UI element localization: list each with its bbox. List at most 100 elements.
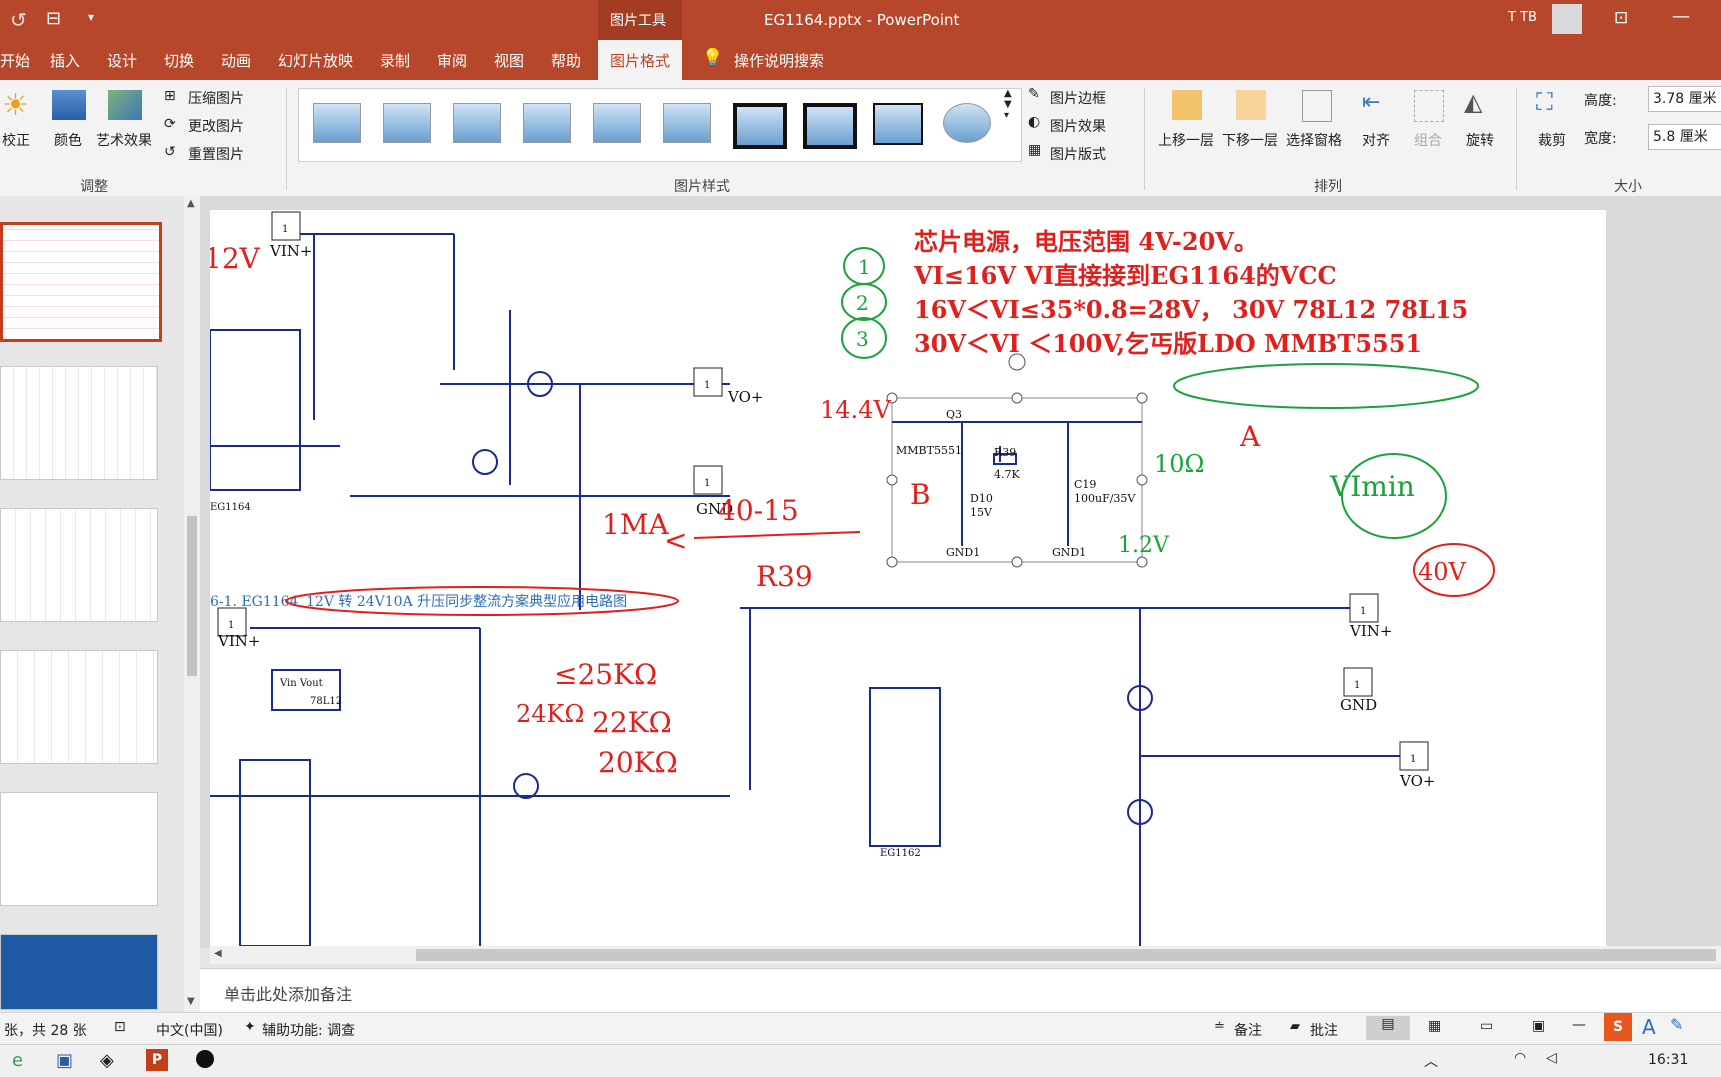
tab-picture-format[interactable]: 图片格式 (598, 40, 682, 80)
picture-layout-button[interactable]: 图片版式 (1050, 147, 1106, 163)
normal-view-icon[interactable]: ▤ (1366, 1016, 1410, 1040)
group-button[interactable]: 组合 (1414, 133, 1442, 149)
align-icon: ⇤ (1362, 90, 1381, 115)
ime-logo-icon[interactable]: S (1604, 1013, 1632, 1041)
tab-design[interactable]: 设计 (107, 52, 138, 70)
tab-slideshow[interactable]: 幻灯片放映 (278, 52, 354, 70)
save-icon[interactable]: ▣ (56, 1050, 74, 1071)
accessibility-status[interactable]: 辅助功能: 调查 (262, 1023, 356, 1039)
presenter-icon[interactable]: ⊟ (46, 8, 62, 29)
change-picture-icon: ⟳ (164, 116, 176, 132)
style-thumb[interactable] (313, 103, 361, 143)
style-thumb[interactable] (803, 103, 857, 149)
powerpoint-icon[interactable]: P (146, 1049, 168, 1071)
scroll-down-icon[interactable]: ▼ (187, 996, 195, 1007)
picture-border-button[interactable]: 图片边框 (1050, 91, 1106, 107)
minimize-icon[interactable]: — (1672, 6, 1690, 27)
thumbnail-scrollbar[interactable]: ▲ ▼ (184, 196, 200, 1012)
picture-effects-button[interactable]: 图片效果 (1050, 119, 1106, 135)
style-thumb[interactable] (453, 103, 501, 143)
change-picture-button[interactable]: 更改图片 (188, 119, 244, 135)
slide-thumbnail[interactable] (0, 222, 162, 342)
style-thumb[interactable] (593, 103, 641, 143)
network-icon[interactable]: ◠ (1514, 1050, 1527, 1066)
hw-a: A (1239, 420, 1261, 453)
slide-sorter-icon[interactable]: ▦ (1428, 1018, 1442, 1034)
note-line-2: VI≤16V VI直接接到EG1164的VCC (913, 261, 1337, 290)
style-thumb[interactable] (383, 103, 431, 143)
width-input[interactable]: 5.8 厘米 (1648, 124, 1721, 150)
ime-text-icon[interactable]: A (1642, 1015, 1656, 1039)
record-icon[interactable] (196, 1050, 214, 1068)
reading-view-icon[interactable]: ▭ (1480, 1018, 1494, 1034)
selection-handles[interactable] (886, 392, 1148, 568)
bring-forward-icon (1172, 90, 1202, 120)
zoom-out-icon[interactable]: — (1572, 1017, 1586, 1033)
h-scroll-thumb[interactable] (416, 949, 1716, 961)
slideshow-view-icon[interactable]: ▣ (1532, 1018, 1546, 1034)
corrections-button[interactable]: 校正 (2, 133, 30, 149)
ribbon-display-icon[interactable]: ⊡ (1614, 8, 1629, 28)
canvas-horizontal-scrollbar[interactable]: ◀ (210, 946, 1721, 964)
scroll-up-icon[interactable]: ▲ (187, 198, 195, 209)
edge-icon[interactable]: e (12, 1050, 24, 1071)
tab-help[interactable]: 帮助 (551, 52, 582, 70)
style-thumb[interactable] (943, 103, 991, 143)
customize-qat-icon[interactable]: ▾ (88, 10, 95, 24)
height-input[interactable]: 3.78 厘米 (1648, 86, 1721, 112)
style-thumb[interactable] (523, 103, 571, 143)
tab-view[interactable]: 视图 (494, 52, 525, 70)
tab-review[interactable]: 审阅 (437, 52, 468, 70)
reset-picture-button[interactable]: 重置图片 (188, 147, 244, 163)
volume-icon[interactable]: ◁ (1546, 1050, 1557, 1066)
compress-button[interactable]: 压缩图片 (188, 91, 244, 107)
color-button[interactable]: 颜色 (54, 133, 82, 149)
tab-insert[interactable]: 插入 (50, 52, 81, 70)
style-thumb[interactable] (873, 103, 923, 145)
avatar[interactable] (1552, 4, 1582, 34)
ldo-picture[interactable]: Q3 MMBT5551 R39 4.7K C19 100uF/35V D10 1… (886, 353, 1148, 568)
spell-check-icon[interactable]: ⊡ (114, 1019, 126, 1035)
divider (1144, 88, 1145, 190)
style-thumb[interactable] (733, 103, 787, 149)
bottom-vin2-label: VIN+ (1349, 622, 1392, 640)
style-thumb[interactable] (663, 103, 711, 143)
slide-thumbnail[interactable] (0, 650, 158, 764)
tell-me-search[interactable]: 操作说明搜索 (734, 52, 825, 70)
color-icon (52, 90, 86, 120)
slide-thumbnail[interactable] (0, 366, 158, 480)
note-line-1: 芯片电源，电压范围 4V-20V。 (914, 227, 1258, 256)
gallery-scroll-icon[interactable]: ▲▼▾ (1004, 88, 1012, 121)
hw-1ma: 1MA (602, 508, 669, 541)
notes-placeholder[interactable]: 单击此处添加备注 (224, 985, 353, 1004)
tab-home[interactable]: 开始 (0, 52, 31, 70)
undo-icon[interactable]: ↺ (10, 8, 27, 32)
artistic-effects-button[interactable]: 艺术效果 (96, 133, 152, 149)
slide-thumbnail[interactable] (0, 792, 158, 906)
notes-pane[interactable]: 单击此处添加备注 (200, 968, 1721, 1013)
bring-forward-button[interactable]: 上移一层 (1158, 133, 1214, 149)
user-name[interactable]: T TB (1508, 10, 1537, 25)
rotate-handle[interactable] (1008, 353, 1026, 371)
send-backward-button[interactable]: 下移一层 (1222, 133, 1278, 149)
slide[interactable]: 1 VIN+ 1 VO+ 1 GND EG1164 6-1. EG1164 12… (210, 210, 1606, 946)
selection-pane-button[interactable]: 选择窗格 (1286, 133, 1342, 149)
tab-transitions[interactable]: 切换 (164, 52, 195, 70)
tab-animations[interactable]: 动画 (221, 52, 252, 70)
tray-chevron-icon[interactable]: ︿ (1424, 1054, 1438, 1070)
app-icon[interactable]: ◈ (100, 1050, 114, 1071)
slide-thumbnail[interactable] (0, 508, 158, 622)
clock-time[interactable]: 16:31 (1648, 1052, 1689, 1068)
ime-more-icon[interactable]: ✎ (1670, 1015, 1684, 1034)
language-status[interactable]: 中文(中国) (156, 1023, 223, 1039)
align-button[interactable]: 对齐 (1362, 133, 1390, 149)
comments-toggle-button[interactable]: 批注 (1310, 1023, 1338, 1039)
notes-toggle-button[interactable]: 备注 (1234, 1023, 1262, 1039)
scroll-left-icon[interactable]: ◀ (214, 948, 222, 959)
schematic-drawing: 1 VIN+ 1 VO+ 1 GND EG1164 6-1. EG1164 12… (210, 211, 1495, 946)
tab-record[interactable]: 录制 (380, 52, 411, 70)
scroll-thumb[interactable] (187, 516, 197, 676)
rotate-button[interactable]: 旋转 (1466, 133, 1494, 149)
slide-thumbnail[interactable] (0, 934, 158, 1010)
crop-button[interactable]: 裁剪 (1538, 133, 1566, 149)
